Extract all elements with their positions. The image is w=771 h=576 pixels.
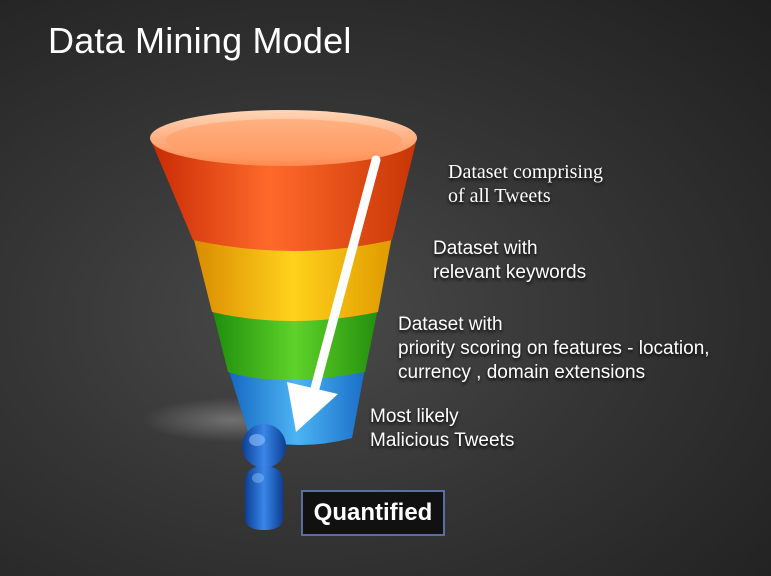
label-all-tweets-line1: Dataset comprising <box>448 161 603 183</box>
funnel-layer-priority <box>212 308 378 380</box>
page-title: Data Mining Model <box>48 20 352 61</box>
label-malicious-line2: Malicious Tweets <box>370 430 515 451</box>
funnel-layer-tweets <box>150 110 417 251</box>
label-all-tweets-line2: of all Tweets <box>448 185 551 207</box>
label-malicious: Most likely Malicious Tweets <box>370 405 514 453</box>
label-malicious-line1: Most likely <box>370 406 459 427</box>
quantified-box: Quantified <box>301 490 445 536</box>
label-keywords-line2: relevant keywords <box>433 262 587 283</box>
person-icon <box>242 424 286 530</box>
label-priority: Dataset with priority scoring on feature… <box>398 313 710 385</box>
label-priority-line3: currency , domain extensions <box>398 362 646 383</box>
label-priority-line1: Dataset with <box>398 314 503 335</box>
label-keywords: Dataset with relevant keywords <box>433 237 586 285</box>
label-all-tweets: Dataset comprising of all Tweets <box>448 160 603 208</box>
down-arrow-icon <box>287 155 381 432</box>
label-priority-line2: priority scoring on features - location, <box>398 338 710 359</box>
label-keywords-line1: Dataset with <box>433 238 538 259</box>
